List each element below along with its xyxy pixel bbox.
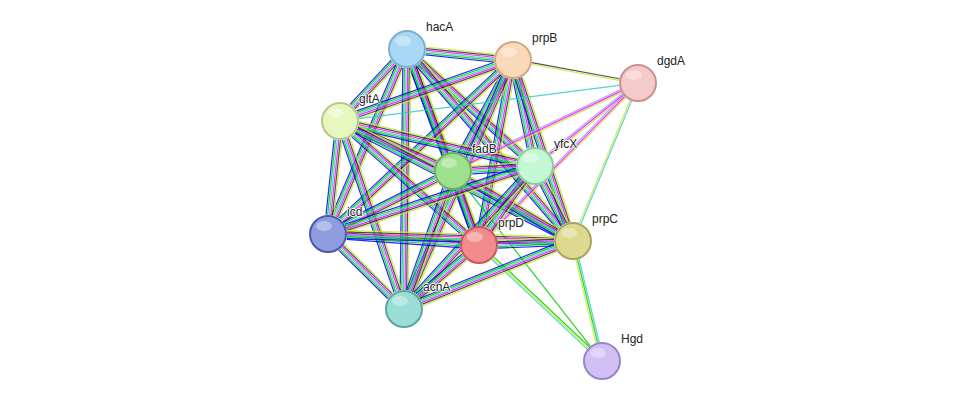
protein-node: gltA (321, 102, 359, 140)
evidence-line (421, 260, 467, 299)
evidence-line (579, 100, 630, 223)
node-highlight (626, 70, 642, 80)
evidence-line (550, 95, 623, 154)
interaction-edge (326, 139, 342, 215)
protein-label: Hgd (621, 332, 643, 346)
evidence-line (425, 55, 493, 62)
interaction-edge (579, 100, 631, 223)
interaction-edge (465, 186, 591, 346)
evidence-line (328, 140, 336, 215)
evidence-line (342, 247, 391, 295)
protein-node: icd (309, 215, 347, 253)
interaction-edge (347, 231, 554, 245)
interaction-edge (359, 85, 619, 118)
evidence-line (347, 239, 554, 245)
evidence-line (532, 63, 620, 79)
protein-node: fadB (434, 152, 472, 190)
node-highlight (441, 158, 457, 168)
evidence-line (541, 184, 562, 225)
protein-label: prpD (498, 216, 524, 230)
evidence-line (340, 249, 389, 297)
node-highlight (395, 36, 411, 46)
node-highlight (328, 108, 344, 118)
evidence-line (355, 133, 554, 236)
protein-label: prpC (592, 212, 618, 226)
node-highlight (590, 348, 606, 358)
evidence-line (465, 186, 591, 346)
node-highlight (316, 221, 332, 231)
evidence-line (326, 139, 334, 214)
interaction-edge (416, 254, 467, 299)
interaction-edge (498, 238, 554, 248)
evidence-line (359, 121, 517, 157)
protein-label: gltA (359, 92, 380, 106)
evidence-line (532, 64, 620, 80)
protein-node: Hgd (583, 342, 621, 380)
node-highlight (501, 47, 517, 57)
protein-node: acnA (385, 290, 423, 328)
node-highlight (561, 228, 577, 238)
node-highlight (467, 232, 483, 242)
protein-label: dgdA (657, 54, 685, 68)
protein-label: fadB (472, 142, 497, 156)
interaction-edge (343, 176, 438, 229)
evidence-line (359, 85, 619, 118)
node-highlight (523, 153, 539, 163)
evidence-line (344, 244, 393, 292)
evidence-line (343, 246, 392, 294)
protein-label: prpB (532, 31, 557, 45)
evidence-line (426, 52, 494, 59)
interaction-edge (339, 244, 394, 298)
protein-label: hacA (426, 20, 453, 34)
protein-label: acnA (423, 280, 450, 294)
interaction-edge (540, 181, 568, 226)
protein-node: yfcX (516, 147, 554, 185)
evidence-line (494, 257, 589, 347)
node-highlight (392, 296, 408, 306)
protein-node: hacA (388, 30, 426, 68)
evidence-line (540, 185, 561, 226)
evidence-line (420, 259, 466, 298)
evidence-line (358, 66, 495, 114)
evidence-line (346, 171, 517, 227)
evidence-line (426, 53, 494, 60)
evidence-line (357, 64, 494, 112)
protein-node: prpB (494, 41, 532, 79)
protein-node: prpC (554, 222, 592, 260)
evidence-line (577, 259, 597, 342)
evidence-line (341, 248, 390, 296)
evidence-line (544, 183, 565, 224)
evidence-line (549, 94, 622, 153)
interaction-edge (576, 259, 599, 343)
protein-node: dgdA (619, 64, 657, 102)
evidence-line (579, 259, 599, 342)
interaction-edge (425, 47, 494, 62)
evidence-line (581, 101, 632, 224)
evidence-line (543, 183, 564, 224)
evidence-line (339, 250, 388, 298)
protein-label: icd (347, 205, 362, 219)
protein-label: yfcX (554, 137, 577, 151)
interaction-edge (532, 63, 620, 81)
evidence-line (576, 260, 596, 343)
protein-node: prpD (460, 226, 498, 264)
